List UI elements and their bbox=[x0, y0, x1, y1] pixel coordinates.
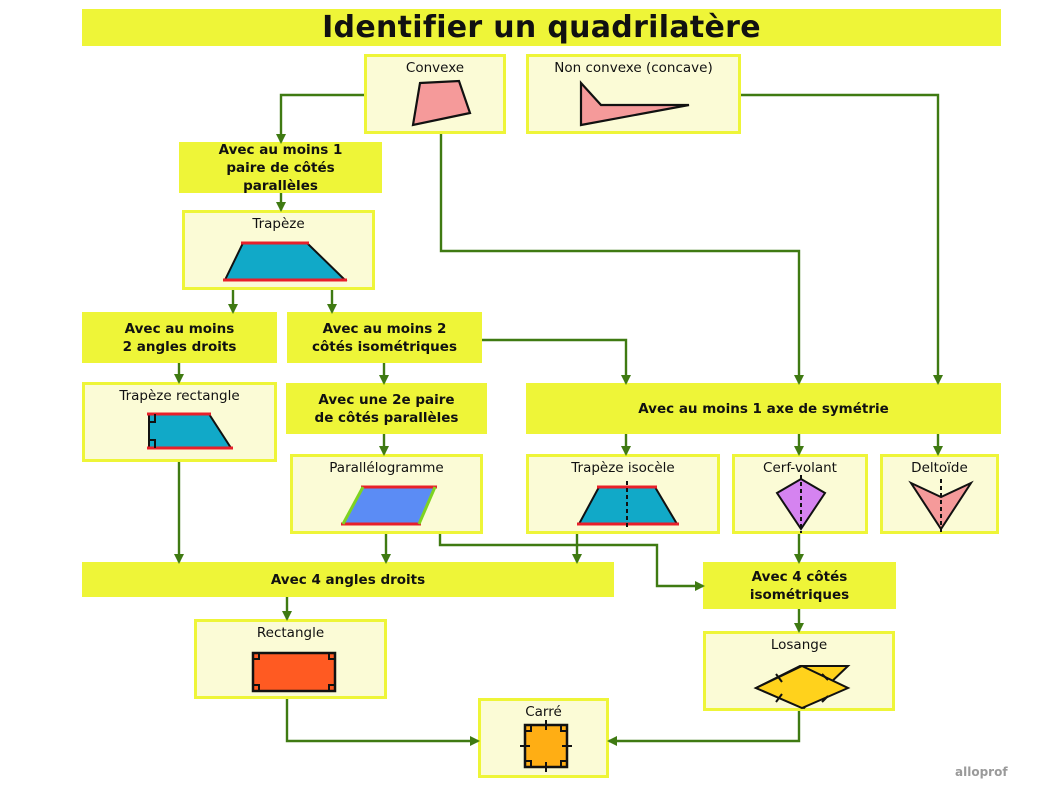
deltoid-figure bbox=[908, 479, 974, 533]
square-figure bbox=[520, 720, 572, 772]
concave-figure bbox=[579, 80, 690, 127]
label-trapeze-rectangle: Trapèze rectangle bbox=[119, 388, 240, 404]
cond-two-right-angles: Avec au moins 2 angles droits bbox=[82, 312, 277, 363]
label-trapeze: Trapèze bbox=[252, 216, 305, 232]
box-parallelogramme: Parallélogramme bbox=[290, 454, 483, 534]
arrow-convexe-to-parallel bbox=[276, 93, 364, 144]
arrow-parallelogram-to-four-sides bbox=[438, 534, 705, 591]
label-parallelogramme: Parallélogramme bbox=[329, 460, 444, 476]
label-rectangle: Rectangle bbox=[256, 625, 325, 641]
parallelogram-figure bbox=[341, 485, 437, 526]
cond-second-parallel-pair: Avec une 2e paire de côtés parallèles bbox=[286, 383, 487, 434]
page-title: Identifier un quadrilatère bbox=[82, 9, 1001, 46]
label-convexe: Convexe bbox=[405, 60, 465, 76]
label-deltoide: Deltoïde bbox=[911, 460, 968, 476]
arrow-rectangle-to-square bbox=[285, 699, 480, 746]
cond-four-right-angles: Avec 4 angles droits bbox=[82, 562, 614, 597]
arrow-iso-to-symmetry bbox=[482, 338, 631, 385]
rhombus-figure bbox=[753, 664, 851, 710]
cond-symmetry-axis: Avec au moins 1 axe de symétrie bbox=[526, 383, 1001, 434]
label-carre: Carré bbox=[525, 704, 562, 720]
label-non-convexe: Non convexe (concave) bbox=[554, 60, 713, 76]
label-losange: Losange bbox=[770, 637, 828, 653]
box-losange: Losange bbox=[703, 631, 895, 711]
arrow-rhombus-to-square bbox=[607, 711, 801, 746]
cond-four-iso-sides: Avec 4 côtés isométriques bbox=[703, 562, 896, 609]
label-cerf-volant: Cerf-volant bbox=[763, 460, 837, 476]
brand-logo: alloprof bbox=[955, 765, 1008, 779]
isosceles-trapeze-figure bbox=[577, 481, 679, 529]
convex-figure bbox=[411, 79, 472, 127]
arrow-concave-to-symmetry bbox=[741, 93, 943, 385]
box-trapeze-rectangle: Trapèze rectangle bbox=[82, 382, 277, 462]
kite-figure bbox=[775, 475, 827, 533]
box-convexe: Convexe bbox=[364, 54, 506, 134]
cond-two-iso-sides: Avec au moins 2 côtés isométriques bbox=[287, 312, 482, 363]
label-trapeze-isocele: Trapèze isocèle bbox=[571, 460, 675, 476]
arrow-convexe-to-symmetry bbox=[439, 134, 804, 385]
rectangle-figure bbox=[251, 651, 337, 693]
cond-parallel-pair: Avec au moins 1 paire de côtés parallèle… bbox=[179, 142, 382, 194]
trapeze-figure bbox=[223, 241, 348, 282]
box-deltoide: Deltoïde bbox=[880, 454, 999, 534]
right-trapeze-figure bbox=[147, 412, 233, 450]
box-trapeze: Trapèze bbox=[182, 210, 375, 290]
box-non-convexe: Non convexe (concave) bbox=[526, 54, 741, 134]
